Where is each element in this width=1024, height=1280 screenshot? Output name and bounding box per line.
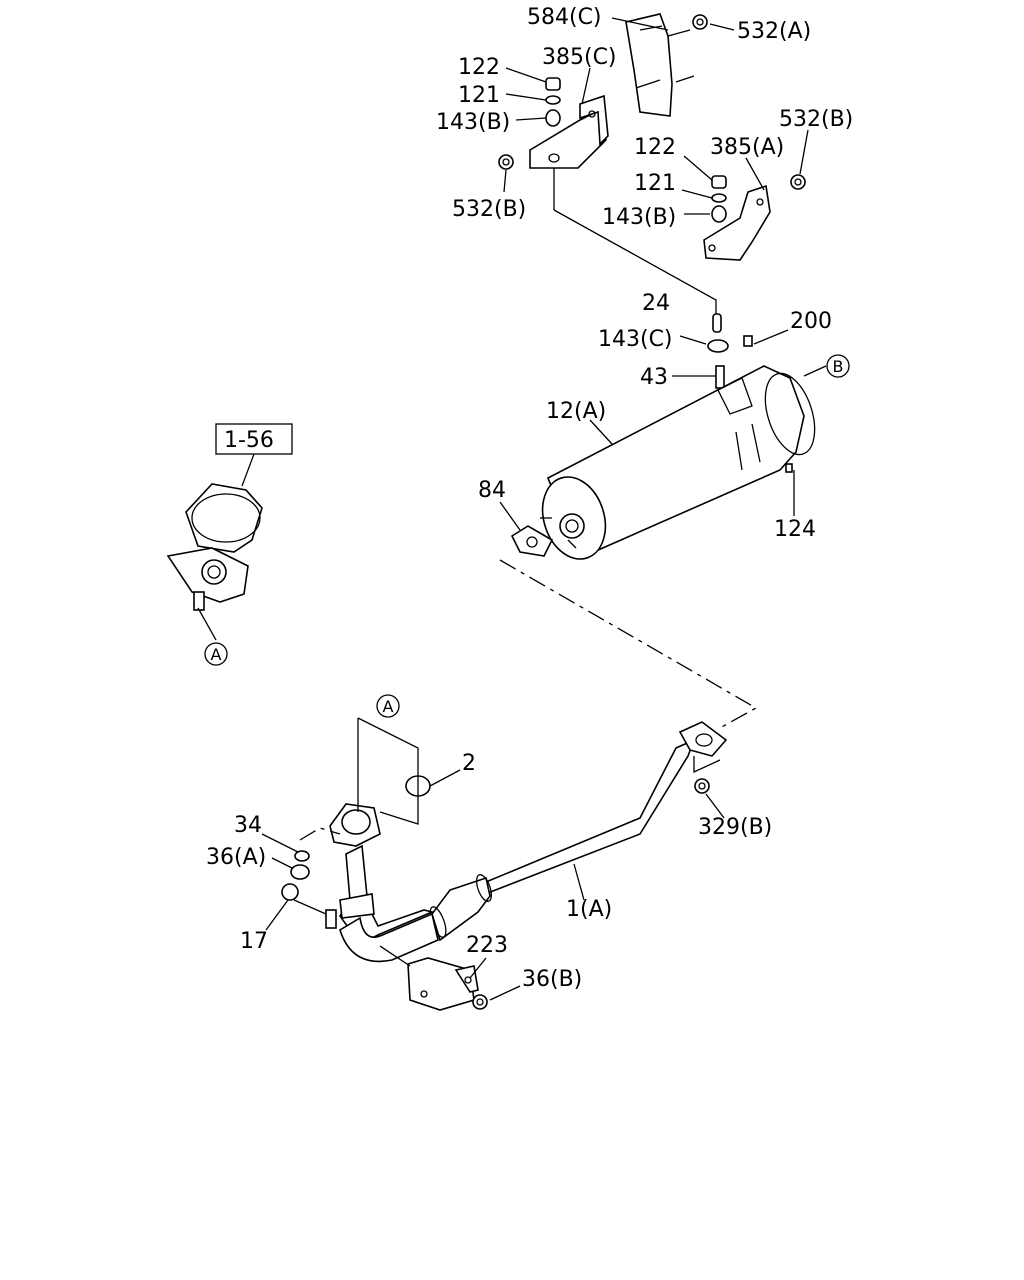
- label-17: 17: [240, 929, 268, 954]
- muffler-12a: [540, 365, 816, 560]
- nut-532a: [692, 14, 708, 30]
- ref-sub-assembly: [166, 483, 263, 611]
- screw-200: [743, 335, 753, 347]
- callout-a-top: [376, 694, 400, 718]
- label-36b: 36(B): [522, 967, 582, 992]
- label-532b-right: 532(B): [779, 107, 853, 132]
- callout-b-text: B: [833, 357, 844, 376]
- washer-34: [294, 850, 310, 862]
- front-pipe-1a: [325, 721, 728, 963]
- label-121-right: 121: [634, 171, 676, 196]
- label-532b-left: 532(B): [452, 197, 526, 222]
- nut-532b-left: [498, 154, 514, 170]
- callout-a-left-text: A: [211, 645, 222, 664]
- label-200: 200: [790, 309, 832, 334]
- label-385c: 385(C): [542, 45, 617, 70]
- label-1a: 1(A): [566, 897, 612, 922]
- gasket-84: [510, 525, 554, 557]
- bracket-223: [407, 957, 479, 1011]
- label-122-top: 122: [458, 55, 500, 80]
- label-532a: 532(A): [737, 19, 811, 44]
- nut-532b-right: [790, 174, 806, 190]
- label-34: 34: [234, 813, 262, 838]
- bushing-143b-top: [545, 109, 561, 127]
- label-143b-right: 143(B): [602, 205, 676, 230]
- washer-121-right: [711, 193, 727, 203]
- nut-36a: [290, 864, 310, 880]
- label-2: 2: [462, 751, 476, 776]
- label-121-top: 121: [458, 83, 500, 108]
- label-329b: 329(B): [698, 815, 772, 840]
- washer-121-top: [545, 95, 561, 105]
- bracket-385a: [703, 184, 771, 261]
- callout-a-left: [204, 642, 228, 666]
- pin-24: [712, 313, 722, 333]
- bracket-385c: [529, 94, 609, 169]
- nut-36b: [472, 994, 488, 1010]
- bushing-143c: [707, 339, 729, 353]
- callout-a-top-text: A: [383, 697, 394, 716]
- label-143b-top: 143(B): [436, 110, 510, 135]
- nut-122-right: [711, 175, 727, 189]
- label-584c: 584(C): [527, 5, 602, 30]
- callout-b: [826, 354, 850, 378]
- label-124: 124: [774, 517, 816, 542]
- label-143c: 143(C): [598, 327, 673, 352]
- label-223: 223: [466, 933, 508, 958]
- label-385a: 385(A): [710, 135, 784, 160]
- label-122-right: 122: [634, 135, 676, 160]
- bolt-17: [281, 883, 327, 915]
- label-36a: 36(A): [206, 845, 266, 870]
- hanger-bracket-584c: [625, 13, 695, 117]
- nut-329b: [694, 778, 710, 794]
- stud-43: [715, 365, 725, 389]
- label-84: 84: [478, 478, 506, 503]
- nut-122-top: [545, 77, 561, 91]
- ref-box-label: 1-56: [224, 428, 274, 453]
- bushing-143b-right: [711, 205, 727, 223]
- label-24: 24: [642, 291, 670, 316]
- label-43: 43: [640, 365, 668, 390]
- label-12a: 12(A): [546, 399, 606, 424]
